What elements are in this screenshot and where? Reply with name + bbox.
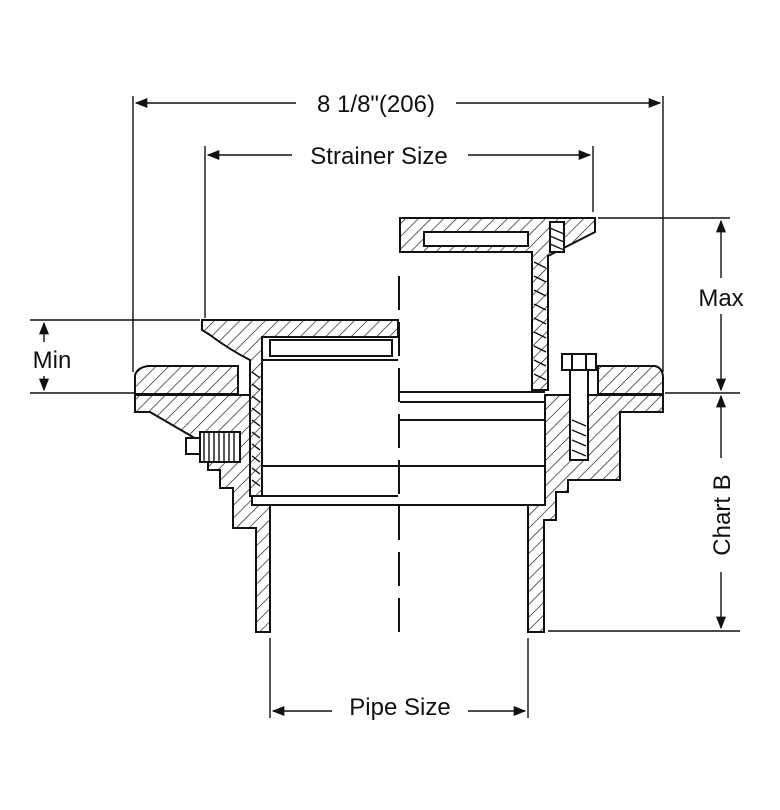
pipe-size-label: Pipe Size <box>349 694 450 721</box>
chart-b-label: Chart B <box>709 474 736 555</box>
strainer-size-dimension: Strainer Size <box>204 143 594 318</box>
strainer-max-position <box>399 217 596 421</box>
side-plug <box>185 431 241 463</box>
strainer-min-position <box>201 319 545 497</box>
min-dimension: Min <box>30 319 200 394</box>
clamp-bolt <box>561 353 597 461</box>
min-label: Min <box>33 347 72 374</box>
strainer-size-label: Strainer Size <box>310 143 447 170</box>
max-label: Max <box>698 285 743 312</box>
clamping-collar <box>134 365 664 395</box>
max-dimension: Max <box>598 217 744 394</box>
chart-b-dimension: Chart B <box>548 394 740 632</box>
pipe-size-dimension: Pipe Size <box>269 638 529 721</box>
overall-width-dimension: 8 1/8"(206) <box>132 91 664 372</box>
overall-width-label: 8 1/8"(206) <box>317 91 435 118</box>
